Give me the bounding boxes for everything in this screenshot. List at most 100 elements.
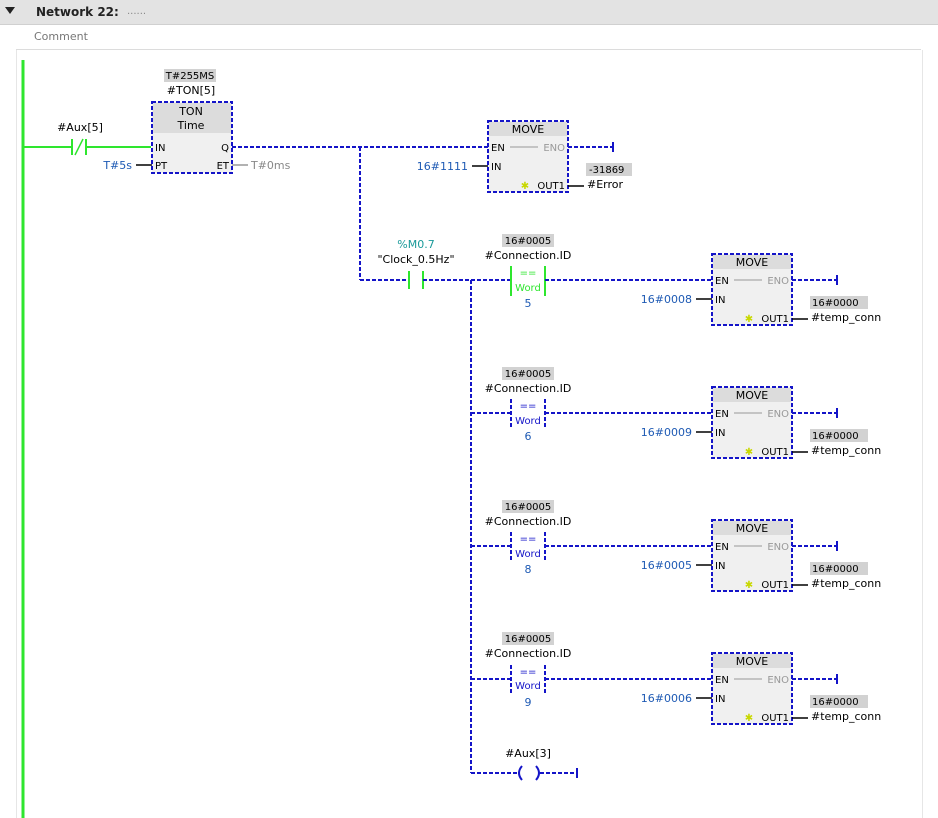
move-error-out-pin: OUT1 bbox=[537, 181, 565, 192]
compare-operator: == bbox=[520, 534, 537, 545]
compare-type[interactable]: Word bbox=[515, 681, 541, 692]
compare-value[interactable]: 9 bbox=[525, 696, 532, 709]
timer-et-value[interactable]: T#0ms bbox=[250, 159, 291, 172]
clock-address[interactable]: %M0.7 bbox=[397, 238, 434, 251]
move-out-operand[interactable]: #temp_conn bbox=[811, 710, 881, 723]
move-error-status-box bbox=[586, 163, 632, 176]
move-en: EN bbox=[715, 409, 729, 420]
timer-block-subtype[interactable]: Time bbox=[177, 119, 205, 132]
add-output-star-icon[interactable]: ✱ bbox=[745, 580, 753, 591]
move-out-operand[interactable]: #temp_conn bbox=[811, 444, 881, 457]
network-title: Network 22: bbox=[36, 5, 119, 19]
compare-type[interactable]: Word bbox=[515, 416, 541, 427]
ladder-editor-pane bbox=[16, 50, 923, 818]
move-error-in-value[interactable]: 16#1111 bbox=[417, 160, 468, 173]
move-out-current: 16#0000 bbox=[812, 564, 859, 575]
move-en: EN bbox=[715, 276, 729, 287]
compare-value[interactable]: 8 bbox=[525, 563, 532, 576]
move-title: MOVE bbox=[736, 389, 768, 402]
move-in-pin: IN bbox=[715, 561, 725, 572]
move-error-out-current: -31869 bbox=[589, 165, 624, 176]
coil-aux3-operand[interactable]: #Aux[3] bbox=[505, 747, 551, 760]
compare-operator: == bbox=[520, 401, 537, 412]
compare-status-box bbox=[502, 367, 554, 380]
compare-contact-4[interactable]: 16#0005 #Connection.ID == Word 9 bbox=[485, 632, 572, 709]
compare-status-box bbox=[502, 234, 554, 247]
move-out-operand[interactable]: #temp_conn bbox=[811, 577, 881, 590]
compare-current-value: 16#0005 bbox=[505, 369, 552, 380]
move-eno: ENO bbox=[767, 542, 789, 553]
move-error-title: MOVE bbox=[512, 123, 544, 136]
move-title: MOVE bbox=[736, 522, 768, 535]
compare-current-value: 16#0005 bbox=[505, 236, 552, 247]
add-output-star-icon[interactable]: ✱ bbox=[745, 713, 753, 724]
compare-operand[interactable]: #Connection.ID bbox=[485, 515, 572, 528]
timer-pin-in: IN bbox=[155, 143, 165, 154]
add-output-star-icon[interactable]: ✱ bbox=[745, 447, 753, 458]
move-out-pin: OUT1 bbox=[761, 580, 789, 591]
compare-contact-3[interactable]: 16#0005 #Connection.ID == Word 8 bbox=[485, 500, 572, 576]
move-error-en: EN bbox=[491, 143, 505, 154]
compare-current-value: 16#0005 bbox=[505, 502, 552, 513]
move-in-value[interactable]: 16#0005 bbox=[641, 559, 692, 572]
move-out-pin: OUT1 bbox=[761, 447, 789, 458]
move-error-block[interactable]: MOVE EN ENO IN ✱ OUT1 bbox=[487, 120, 569, 193]
compare-operator: == bbox=[520, 667, 537, 678]
move-in-value[interactable]: 16#0009 bbox=[641, 426, 692, 439]
move-in-value[interactable]: 16#0006 bbox=[641, 692, 692, 705]
move-out-status-box bbox=[810, 562, 868, 575]
compare-type[interactable]: Word bbox=[515, 283, 541, 294]
move-error-in-pin: IN bbox=[491, 162, 501, 173]
move-eno: ENO bbox=[767, 276, 789, 287]
move-block-2[interactable]: MOVE EN ENO IN ✱ OUT1 bbox=[711, 386, 793, 459]
network-comment[interactable]: Comment bbox=[16, 27, 921, 50]
compare-operand[interactable]: #Connection.ID bbox=[485, 249, 572, 262]
move-error-out-operand[interactable]: #Error bbox=[587, 178, 624, 191]
clock-symbol[interactable]: "Clock_0.5Hz" bbox=[377, 253, 454, 266]
collapse-triangle-icon[interactable] bbox=[5, 7, 15, 14]
move-eno: ENO bbox=[767, 675, 789, 686]
timer-instance[interactable]: #TON[5] bbox=[167, 84, 215, 97]
move-block-4[interactable]: MOVE EN ENO IN ✱ OUT1 bbox=[711, 652, 793, 725]
compare-status-box bbox=[502, 632, 554, 645]
coil-aux3[interactable]: #Aux[3] bbox=[505, 747, 551, 781]
compare-operand[interactable]: #Connection.ID bbox=[485, 382, 572, 395]
add-output-star-icon[interactable]: ✱ bbox=[745, 314, 753, 325]
contact-aux5[interactable]: #Aux[5] bbox=[57, 121, 103, 156]
move-title: MOVE bbox=[736, 256, 768, 269]
move-title: MOVE bbox=[736, 655, 768, 668]
move-in-pin: IN bbox=[715, 428, 725, 439]
compare-contact-2[interactable]: 16#0005 #Connection.ID == Word 6 bbox=[485, 367, 572, 443]
move-out-status-box bbox=[810, 695, 868, 708]
comment-label: Comment bbox=[34, 30, 88, 43]
move-error-eno: ENO bbox=[543, 143, 565, 154]
move-eno: ENO bbox=[767, 409, 789, 420]
move-in-pin: IN bbox=[715, 694, 725, 705]
timer-pin-et: ET bbox=[217, 161, 230, 172]
compare-value[interactable]: 6 bbox=[525, 430, 532, 443]
network-title-placeholder[interactable]: ...... bbox=[127, 6, 147, 17]
ton-timer-block[interactable]: T#255MS #TON[5] TON Time IN PT Q ET bbox=[151, 69, 233, 174]
move-en: EN bbox=[715, 675, 729, 686]
compare-operand[interactable]: #Connection.ID bbox=[485, 647, 572, 660]
network-header[interactable]: Network 22: ...... bbox=[0, 0, 938, 25]
contact-aux5-operand[interactable]: #Aux[5] bbox=[57, 121, 103, 134]
move-out-current: 16#0000 bbox=[812, 298, 859, 309]
timer-pt-value[interactable]: T#5s bbox=[102, 159, 132, 172]
timer-block-type: TON bbox=[178, 105, 203, 118]
move-block-1[interactable]: MOVE EN ENO IN ✱ OUT1 bbox=[711, 253, 793, 326]
add-output-star-icon[interactable]: ✱ bbox=[521, 181, 529, 192]
compare-type[interactable]: Word bbox=[515, 549, 541, 560]
move-out-pin: OUT1 bbox=[761, 713, 789, 724]
move-out-current: 16#0000 bbox=[812, 697, 859, 708]
compare-contact-1[interactable]: 16#0005 #Connection.ID == Word 5 bbox=[485, 234, 572, 310]
compare-current-value: 16#0005 bbox=[505, 634, 552, 645]
move-out-status-box bbox=[810, 429, 868, 442]
move-block-3[interactable]: MOVE EN ENO IN ✱ OUT1 bbox=[711, 519, 793, 592]
move-in-value[interactable]: 16#0008 bbox=[641, 293, 692, 306]
compare-operator: == bbox=[520, 268, 537, 279]
compare-value[interactable]: 5 bbox=[525, 297, 532, 310]
move-out-operand[interactable]: #temp_conn bbox=[811, 311, 881, 324]
contact-clock[interactable]: %M0.7 "Clock_0.5Hz" bbox=[377, 238, 455, 289]
